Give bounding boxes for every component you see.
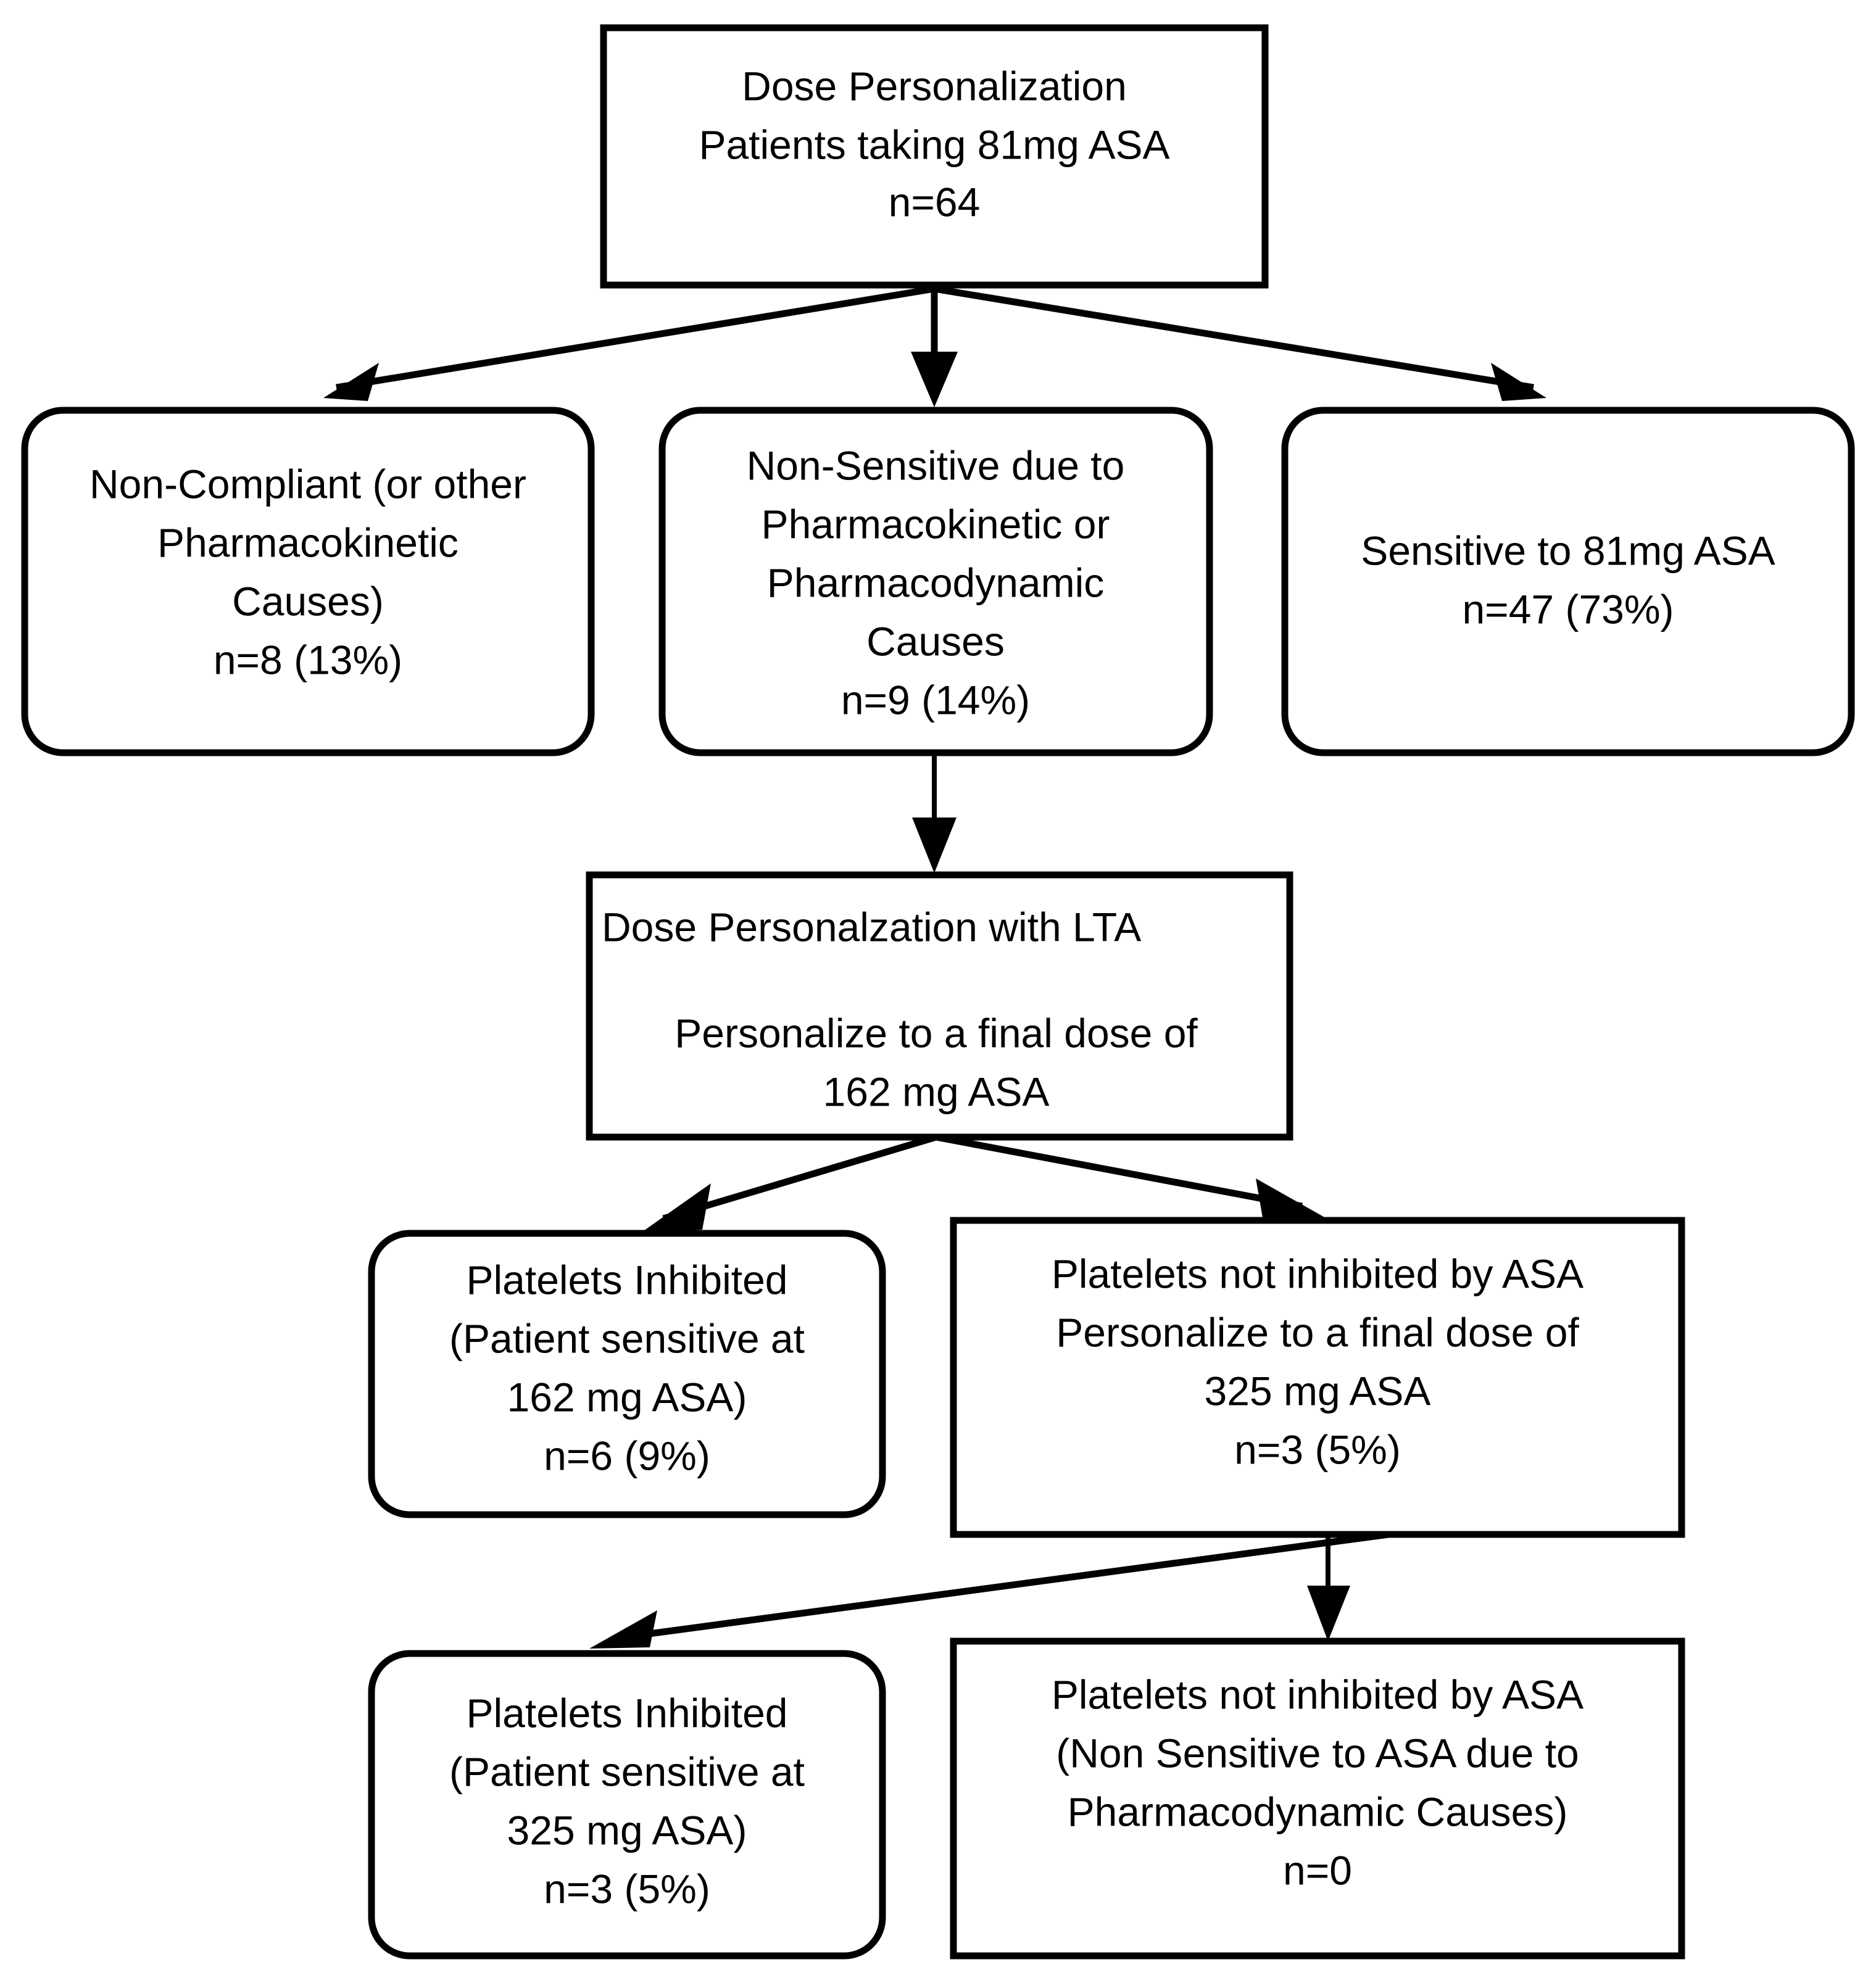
node-sensitive-81-shape[interactable] — [1281, 407, 1855, 756]
node-lta[interactable]: Dose Personalzation with LTA Personalize… — [586, 871, 1293, 1141]
node-not-inhibited-325-line-1: Platelets not inhibited by ASA — [1052, 1251, 1583, 1296]
edge-root-to-non-sensitive — [911, 289, 958, 407]
node-inhibited-162-line-1: Platelets Inhibited — [466, 1257, 787, 1302]
node-inhibited-162[interactable]: Platelets Inhibited (Patient sensitive a… — [368, 1230, 886, 1518]
node-not-inhibited-final-line-4: n=0 — [1283, 1847, 1352, 1893]
node-sensitive-81[interactable]: Sensitive to 81mg ASA n=47 (73%) — [1281, 407, 1855, 756]
node-inhibited-325-line-1: Platelets Inhibited — [466, 1690, 787, 1736]
node-lta-line-3: Personalize to a final dose of — [674, 1010, 1198, 1056]
node-inhibited-325-line-3: 325 mg ASA) — [507, 1807, 747, 1853]
edge-not-inhibited-325-to-inhibited-325 — [589, 1531, 1389, 1649]
node-root-line-1: Dose Personalization — [742, 63, 1127, 109]
node-inhibited-325-line-2: (Patient sensitive at — [449, 1749, 805, 1794]
node-non-sensitive-line-1: Non-Sensitive due to — [747, 442, 1125, 488]
node-root-line-2: Patients taking 81mg ASA — [699, 122, 1169, 167]
node-non-compliant-line-1: Non-Compliant (or other — [89, 461, 526, 507]
edge-lta-to-inhibited-162 — [642, 1133, 937, 1232]
node-root-line-3: n=64 — [889, 179, 981, 225]
node-non-sensitive-line-2: Pharmacokinetic or — [762, 501, 1110, 547]
edge-root-to-sensitive-81 — [934, 285, 1546, 401]
node-not-inhibited-final[interactable]: Platelets not inhibited by ASA (Non Sens… — [950, 1637, 1685, 1960]
edge-root-to-non-compliant — [323, 285, 935, 401]
node-not-inhibited-325-line-4: n=3 (5%) — [1234, 1426, 1401, 1472]
node-lta-line-1: Dose Personalzation with LTA — [602, 904, 1141, 950]
node-non-compliant-line-3: Causes) — [232, 578, 384, 624]
node-inhibited-162-line-4: n=6 (9%) — [544, 1433, 710, 1478]
node-non-sensitive-shape[interactable] — [658, 407, 1213, 756]
node-lta-line-4: 162 mg ASA — [823, 1069, 1050, 1114]
node-lta-shape[interactable] — [586, 871, 1293, 1141]
node-non-sensitive-line-3: Pharmacodynamic — [767, 560, 1105, 605]
node-non-compliant-line-2: Pharmacokinetic — [157, 519, 459, 565]
node-inhibited-325-line-4: n=3 (5%) — [544, 1866, 710, 1911]
node-inhibited-162-line-2: (Patient sensitive at — [449, 1315, 805, 1361]
node-not-inhibited-final-line-2: (Non Sensitive to ASA due to — [1056, 1730, 1579, 1776]
node-inhibited-162-line-3: 162 mg ASA) — [507, 1374, 747, 1420]
node-root[interactable]: Dose Personalization Patients taking 81m… — [600, 24, 1269, 289]
node-sensitive-81-line-1: Sensitive to 81mg ASA — [1361, 528, 1775, 573]
edge-non-sensitive-to-lta — [912, 753, 957, 873]
node-root-shape[interactable] — [600, 24, 1269, 289]
node-non-sensitive[interactable]: Non-Sensitive due to Pharmacokinetic or … — [658, 407, 1213, 756]
node-inhibited-325-shape[interactable] — [368, 1650, 886, 1960]
node-non-sensitive-line-5: n=9 (14%) — [841, 677, 1030, 722]
node-not-inhibited-325[interactable]: Platelets not inhibited by ASA Personali… — [950, 1217, 1685, 1538]
node-not-inhibited-final-line-3: Pharmacodynamic Causes) — [1068, 1789, 1568, 1834]
node-non-compliant-line-4: n=8 (13%) — [214, 637, 402, 682]
node-non-compliant-shape[interactable] — [21, 407, 595, 756]
node-inhibited-162-shape[interactable] — [368, 1230, 886, 1518]
edge-lta-to-not-inhibited-325 — [935, 1133, 1327, 1225]
node-not-inhibited-325-line-3: 325 mg ASA — [1205, 1368, 1431, 1414]
node-sensitive-81-line-2: n=47 (73%) — [1462, 586, 1674, 632]
node-not-inhibited-325-line-2: Personalize to a final dose of — [1056, 1309, 1579, 1355]
node-not-inhibited-final-line-1: Platelets not inhibited by ASA — [1052, 1671, 1583, 1717]
node-inhibited-325[interactable]: Platelets Inhibited (Patient sensitive a… — [368, 1650, 886, 1960]
node-not-inhibited-final-shape[interactable] — [950, 1637, 1685, 1960]
edge-not-inhibited-325-to-final — [1307, 1534, 1350, 1641]
node-non-compliant[interactable]: Non-Compliant (or other Pharmacokinetic … — [21, 407, 595, 756]
edge-group — [323, 285, 1546, 1649]
node-non-sensitive-line-4: Causes — [866, 618, 1005, 664]
node-not-inhibited-325-shape[interactable] — [950, 1217, 1685, 1538]
